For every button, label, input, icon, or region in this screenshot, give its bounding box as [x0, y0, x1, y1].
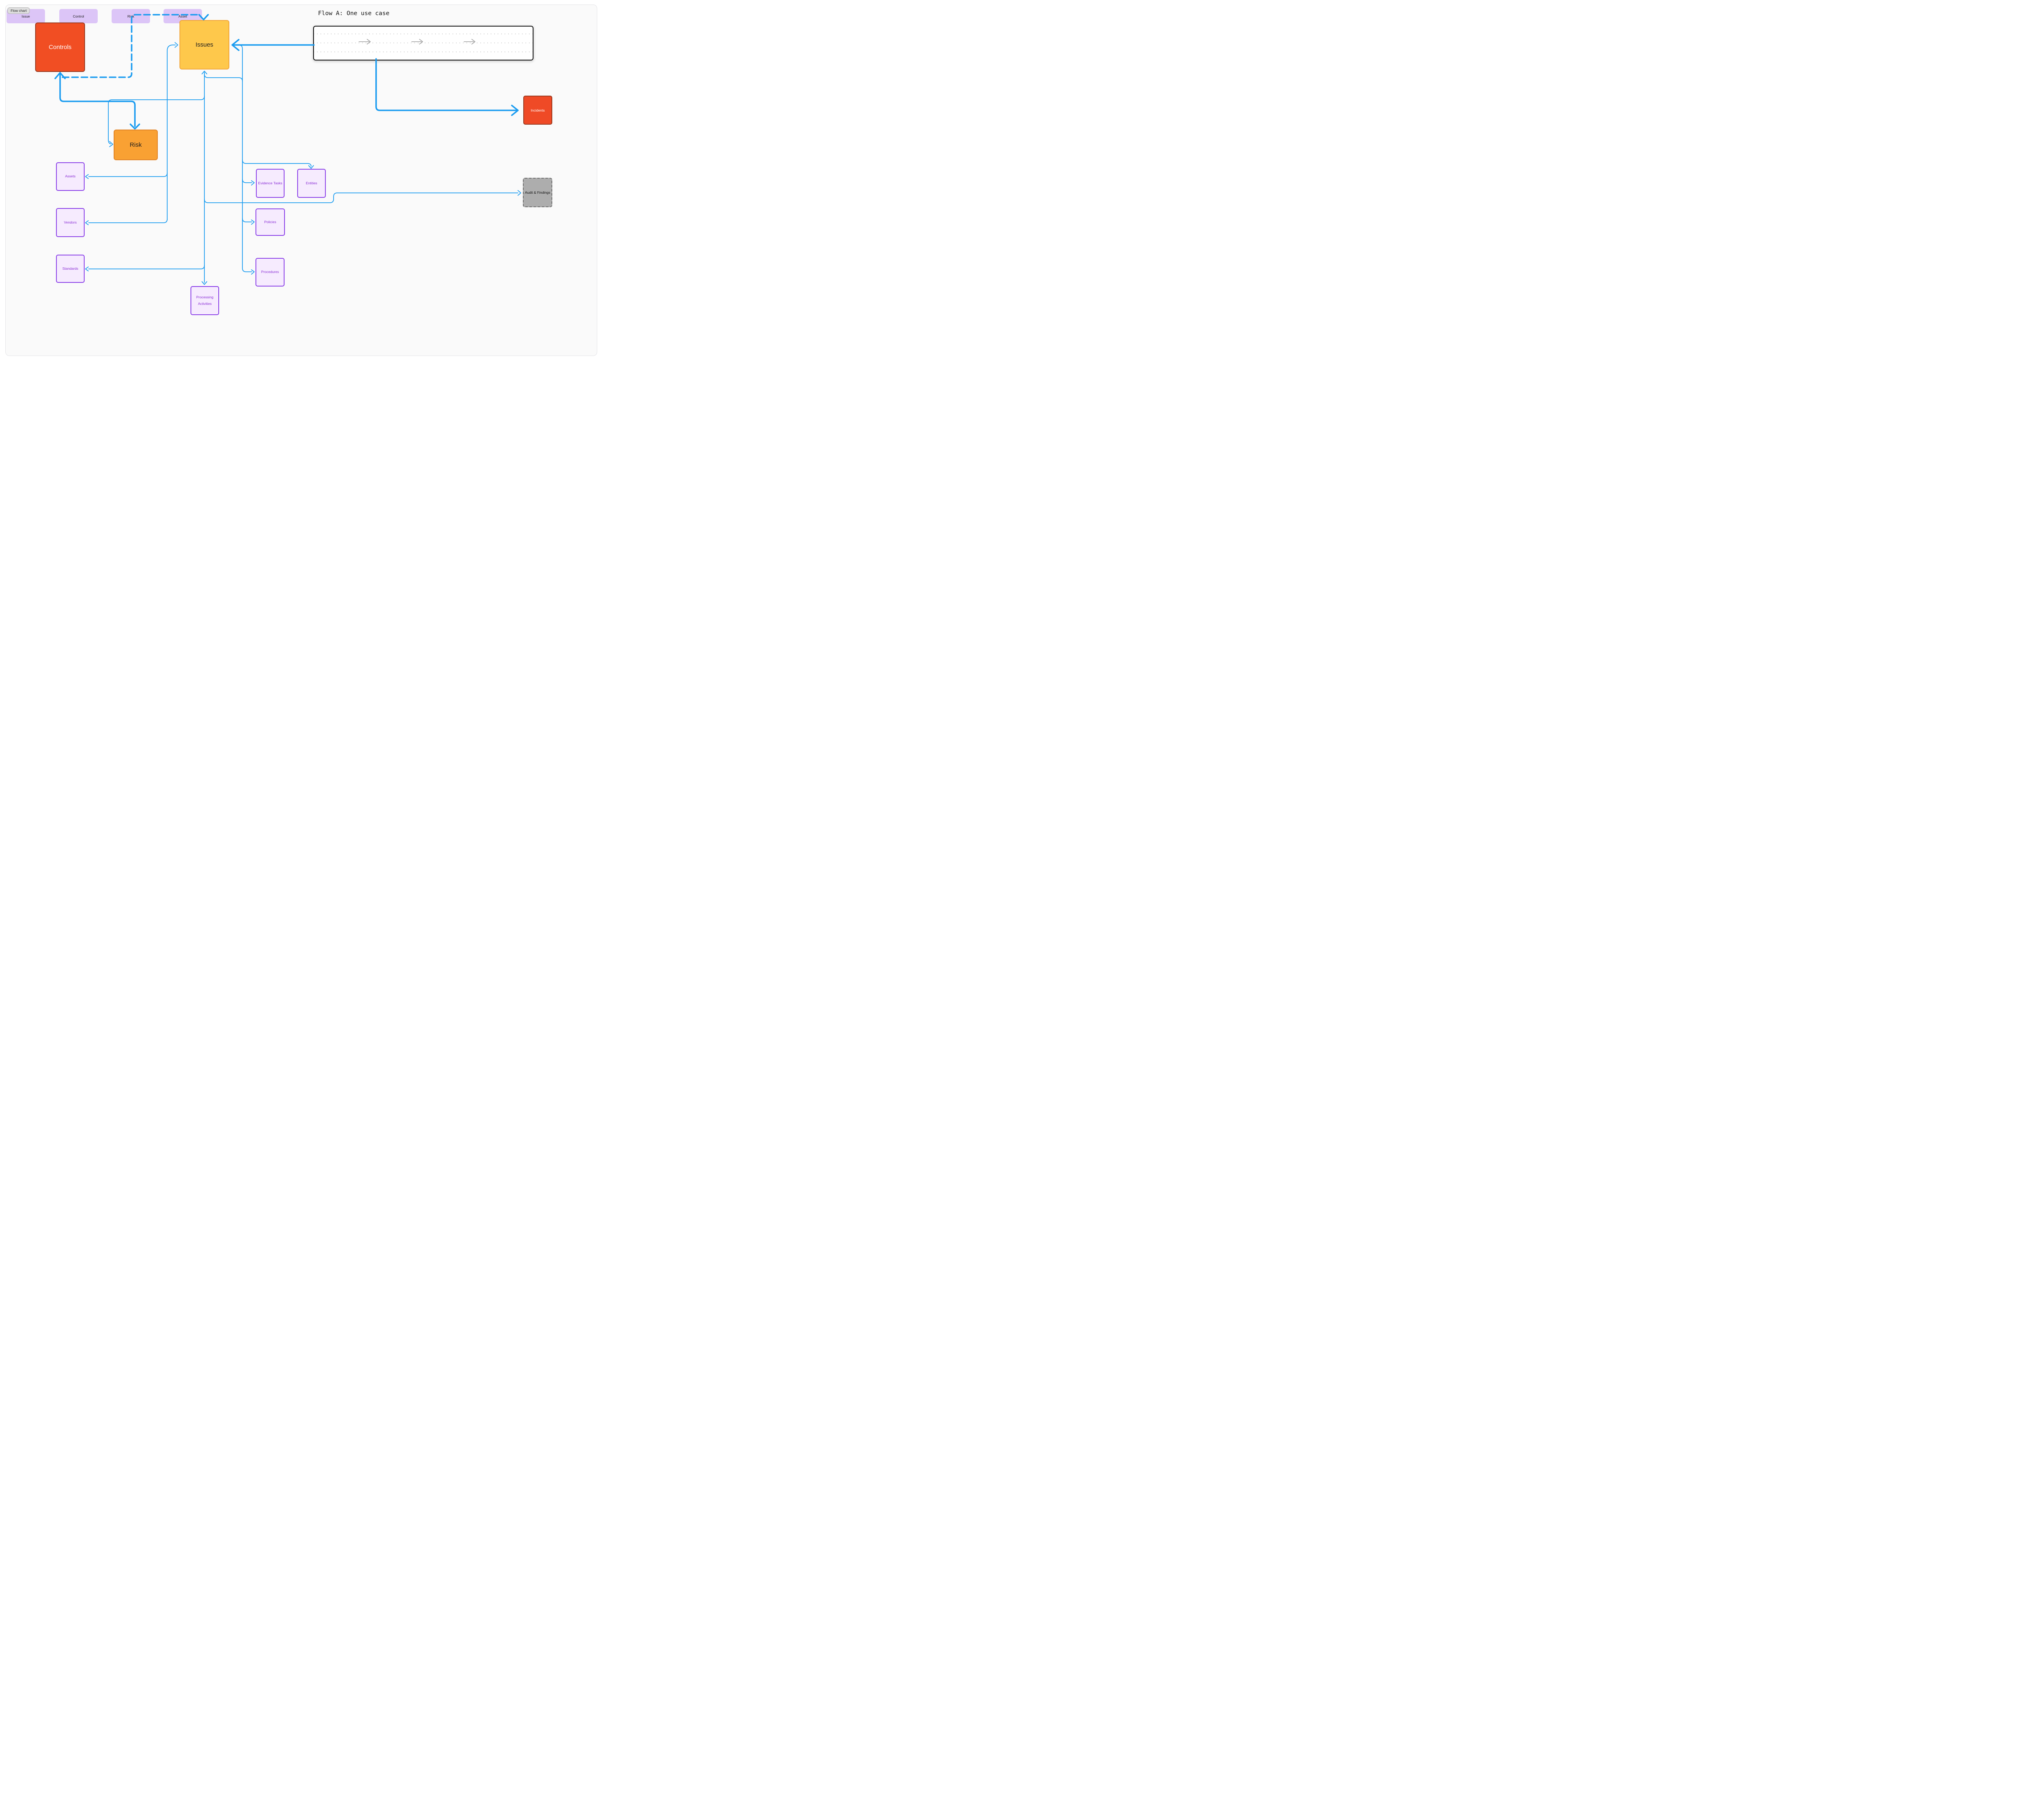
arrowhead-issue-control-icon — [367, 39, 371, 45]
node-risk[interactable]: Risk — [114, 130, 158, 160]
arrowhead-into-issues-right-icon — [231, 39, 240, 51]
node-standards-label: Standards — [62, 266, 78, 271]
node-risk-label: Risk — [130, 141, 142, 148]
arrow-trunk-to-procedures[interactable] — [240, 45, 255, 275]
node-assets-label: Assets — [65, 174, 76, 179]
node-controls[interactable]: Controls — [35, 22, 85, 72]
arrowhead-into-issues-left-icon — [175, 42, 178, 48]
node-policies-label: Policies — [264, 219, 276, 224]
arrow-to-policies[interactable] — [242, 218, 255, 225]
arrow-to-entities[interactable] — [242, 159, 314, 169]
node-processing-activities[interactable]: Processing Activities — [191, 286, 219, 315]
arrowhead-into-issues-top-icon — [198, 14, 209, 20]
arrowhead-into-evidence-tasks-icon — [251, 180, 255, 186]
flow-chart-badge[interactable]: Flow chart — [7, 7, 30, 14]
node-incidents-label: Incidents — [531, 108, 545, 112]
flowchart-canvas: Flow chart Flow A: One use case Issue Co… — [0, 0, 602, 360]
arrowhead-into-assets-icon — [85, 174, 89, 179]
arrow-issues-processing-activities[interactable] — [202, 71, 207, 285]
arrowhead-into-risk-icon — [130, 123, 140, 130]
arrow-to-issues-left[interactable] — [167, 42, 178, 220]
node-incidents[interactable]: Incidents — [523, 96, 552, 125]
arrow-risk-asset[interactable] — [464, 39, 475, 45]
arrowhead-into-entities-icon — [308, 165, 314, 169]
arrow-to-assets[interactable] — [85, 172, 168, 179]
node-procedures-label: Procedures — [261, 270, 279, 274]
arrow-control-risk[interactable] — [411, 39, 423, 45]
frame-title[interactable]: Flow A: One use case — [318, 10, 390, 17]
node-issues-label: Issues — [195, 41, 213, 48]
node-assets[interactable]: Assets — [56, 162, 85, 191]
node-controls-label: Controls — [49, 44, 72, 51]
node-standards[interactable]: Standards — [56, 255, 85, 283]
arrowhead-into-vendors-icon — [85, 220, 89, 225]
node-vendors[interactable]: Vendors — [56, 208, 85, 237]
node-policies[interactable]: Policies — [256, 208, 285, 236]
arrowhead-into-processing-activities-icon — [202, 281, 207, 285]
arrow-to-audit-findings[interactable] — [204, 190, 521, 203]
arrowhead-risk-asset-icon — [471, 39, 475, 45]
node-evidence-tasks-label: Evidence Tasks — [258, 181, 282, 185]
frame-step-control[interactable]: Control — [59, 9, 98, 23]
arrow-to-standards[interactable] — [85, 265, 205, 271]
arrow-frame-incidents[interactable] — [375, 58, 519, 116]
arrowhead-into-procedures-icon — [251, 269, 255, 275]
node-evidence-tasks[interactable]: Evidence Tasks — [256, 169, 285, 198]
arrow-issues-risk[interactable] — [108, 96, 205, 147]
frame-flow-a[interactable] — [313, 26, 533, 60]
arrowhead-into-risk-left-icon — [109, 141, 113, 147]
arrow-dashed-controls-issues[interactable] — [62, 14, 209, 78]
arrow-to-evidence-tasks[interactable] — [242, 179, 255, 186]
arrowhead-into-policies-icon — [251, 219, 255, 225]
arrow-to-vendors[interactable] — [85, 219, 168, 225]
frame-step-risk[interactable]: Risk — [112, 9, 150, 23]
node-vendors-label: Vendors — [64, 220, 77, 224]
node-processing-activities-label: Processing Activities — [196, 295, 214, 306]
node-audit-findings-label: Audit & Findings — [525, 190, 550, 195]
arrowhead-into-standards-icon — [85, 266, 89, 271]
arrowhead-into-audit-findings-icon — [518, 190, 521, 196]
arrow-issue-control[interactable] — [359, 39, 371, 45]
node-audit-findings[interactable]: Audit & Findings — [523, 178, 552, 207]
connector-issues-trunk[interactable] — [204, 74, 243, 82]
arrowhead-control-risk-icon — [419, 39, 423, 45]
arrowhead-into-incidents-icon — [511, 105, 519, 116]
node-issues[interactable]: Issues — [179, 20, 229, 69]
node-entities[interactable]: Entities — [297, 169, 326, 198]
node-entities-label: Entities — [306, 181, 317, 185]
arrowhead-into-issues-bottom-icon — [202, 71, 207, 74]
arrow-frame-issues[interactable] — [231, 39, 315, 51]
node-procedures[interactable]: Procedures — [256, 258, 285, 287]
